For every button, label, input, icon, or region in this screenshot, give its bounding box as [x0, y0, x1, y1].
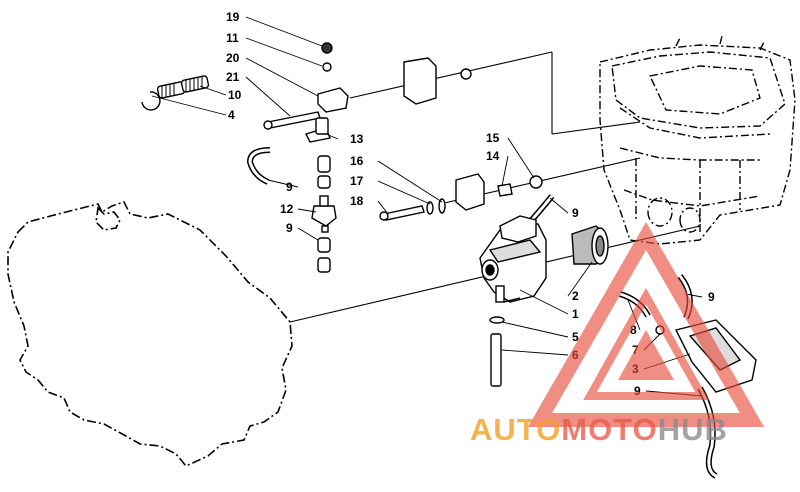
spacer: [497, 183, 513, 197]
watermark-logo: [527, 221, 765, 427]
engine-outline: [7, 201, 293, 467]
callout-14: 14: [486, 149, 500, 163]
callout-15: 15: [486, 131, 500, 145]
connector-bracket: [403, 57, 437, 105]
callout-17: 17: [350, 174, 364, 188]
watermark-moto: MOTO: [561, 412, 657, 447]
fuel-filter: [311, 205, 337, 227]
callout-2: 2: [572, 289, 579, 303]
snap-ring: [141, 91, 161, 111]
callout-20: 20: [226, 51, 240, 65]
callout-16: 16: [350, 154, 364, 168]
callout-13: 13: [350, 132, 364, 146]
callout-8: 8: [630, 323, 637, 337]
callout-9: 9: [634, 384, 641, 398]
bracket: [317, 87, 349, 113]
spring: [156, 81, 186, 99]
spring: [180, 75, 210, 93]
callout-9: 9: [708, 290, 715, 304]
callout-10: 10: [228, 88, 242, 102]
svg-text:AUTOMOTOHUB: AUTOMOTOHUB: [470, 412, 728, 447]
callout-12: 12: [280, 202, 294, 216]
watermark-triangle: [527, 221, 765, 427]
callout-1: 1: [572, 307, 579, 321]
nut: [321, 42, 333, 54]
airbox-outline: [599, 35, 796, 245]
callout-19: 19: [226, 10, 240, 24]
watermark-text: AUTOMOTOHUB: [470, 412, 728, 447]
watermark-auto: AUTO: [470, 412, 561, 447]
drain-tube: [490, 333, 502, 387]
bolt: [383, 205, 425, 221]
washer: [489, 316, 505, 324]
callout-labels: 19 11 20 21 10 4 13 9 12 9 15 14 16 17 1…: [226, 10, 715, 398]
callout-18: 18: [350, 194, 364, 208]
callout-5: 5: [572, 330, 579, 344]
callout-11: 11: [226, 31, 239, 45]
watermark-hub: HUB: [658, 412, 728, 447]
mount-bracket: [455, 173, 485, 211]
washer: [322, 62, 332, 72]
callout-21: 21: [226, 70, 240, 84]
hose-segment: [317, 155, 331, 173]
callout-4: 4: [228, 108, 235, 122]
callout-9: 9: [286, 180, 293, 194]
callout-9: 9: [572, 206, 579, 220]
screw: [267, 111, 321, 129]
callout-9: 9: [286, 221, 293, 235]
